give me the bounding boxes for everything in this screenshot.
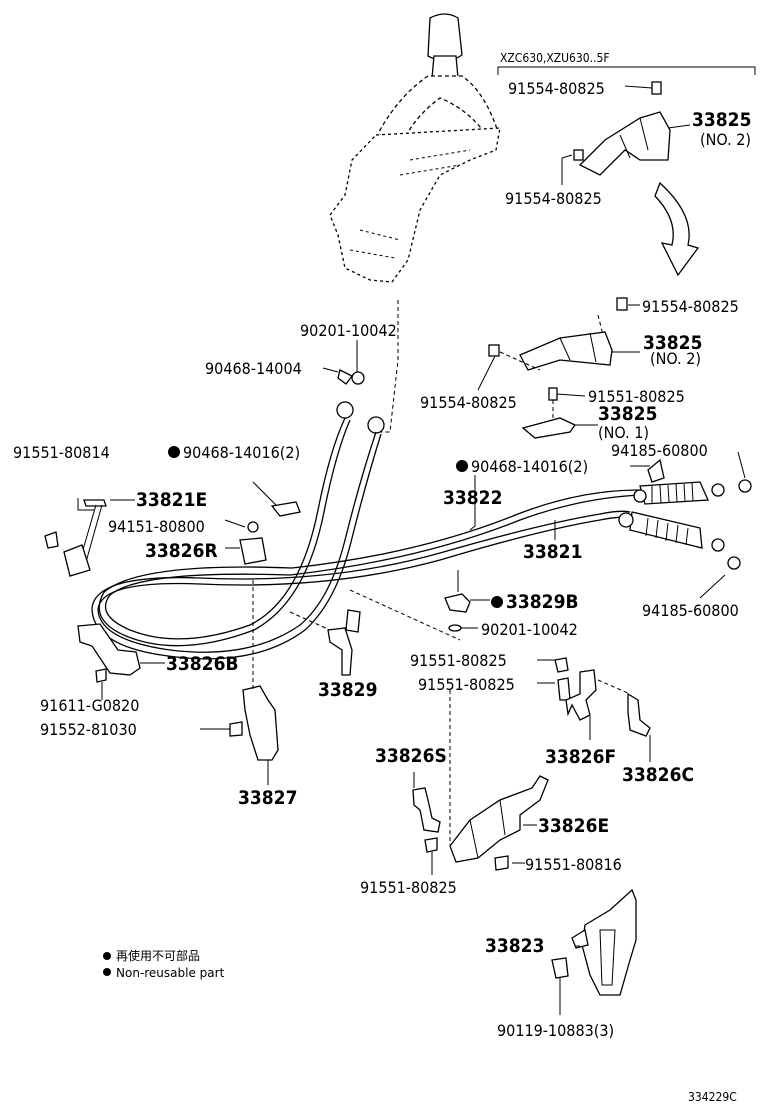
diagram-code: 334229C (688, 1090, 737, 1104)
label-90468-14016-b: 90468-14016(2) (183, 443, 300, 462)
legend-dot-icon (103, 968, 111, 976)
bracket-33825-top (561, 81, 691, 185)
brackets-33826S-E (412, 690, 549, 875)
arrow-icon (654, 181, 700, 277)
label-33821: 33821 (523, 541, 582, 563)
label-91551-80825-c: 91551-80825 (418, 675, 515, 694)
label-91554-80825-d: 91554-80825 (420, 393, 517, 412)
non-reusable-mark-icon (168, 446, 180, 458)
label-33823: 33823 (485, 935, 544, 957)
bracket-33829 (289, 589, 461, 676)
label-33829B: 33829B (506, 591, 579, 613)
legend-line-1: 再使用不可部品 (116, 948, 200, 963)
label-33826E: 33826E (538, 815, 609, 837)
label-33826F: 33826F (545, 746, 616, 768)
non-reusable-mark-icon (491, 596, 503, 608)
label-91551-80825-b: 91551-80825 (410, 651, 507, 670)
label-33825-c: 33825 (598, 403, 657, 425)
legend-dot-icon (103, 952, 111, 960)
non-reusable-mark-icon (456, 460, 468, 472)
label-91552-81030: 91552-81030 (40, 720, 137, 739)
label-91551-80825-d: 91551-80825 (360, 878, 457, 897)
link-33821E (44, 498, 135, 577)
label-91611-G0820: 91611-G0820 (40, 696, 139, 715)
variant-label: XZC630,XZU630..5F (500, 51, 610, 65)
clip-33829B (444, 570, 490, 632)
shift-cables (91, 417, 752, 660)
bracket-33827 (200, 580, 279, 785)
label-33826B: 33826B (166, 653, 239, 675)
legend-line-2: Non-reusable part (116, 966, 225, 980)
bracket-33825-middle (477, 297, 640, 439)
label-33822: 33822 (443, 487, 502, 509)
label-90201-10042-a: 90201-10042 (300, 321, 397, 340)
label-33825-c-note: (NO. 1) (598, 423, 649, 442)
label-33829: 33829 (318, 679, 377, 701)
label-94185-60800-a: 94185-60800 (611, 441, 708, 460)
label-94151-80800: 94151-80800 (108, 517, 205, 536)
label-91551-80814: 91551-80814 (13, 443, 110, 462)
label-33821E: 33821E (136, 489, 207, 511)
label-33825-a: 33825 (692, 109, 751, 131)
part-labels: 91554-80825 33825 (NO. 2) 91554-80825 91… (13, 79, 751, 1040)
cable-ends-center (322, 300, 399, 434)
variant-box: XZC630,XZU630..5F (497, 51, 756, 75)
label-33825-b: 33825 (643, 332, 702, 354)
shift-lever-assembly (329, 13, 501, 283)
label-33827: 33827 (238, 787, 297, 809)
label-91554-80825-c: 91554-80825 (642, 297, 739, 316)
label-91551-80825-a: 91551-80825 (588, 387, 685, 406)
label-33826C: 33826C (622, 764, 694, 786)
label-33826R: 33826R (145, 540, 218, 562)
label-94185-60800-b: 94185-60800 (642, 601, 739, 620)
label-90468-14016-c: 90468-14016(2) (471, 457, 588, 476)
label-90119-10883: 90119-10883(3) (497, 1021, 614, 1040)
label-90201-10042-b: 90201-10042 (481, 620, 578, 639)
leader-lines (224, 465, 650, 540)
label-91551-80816: 91551-80816 (525, 855, 622, 874)
label-33825-a-note: (NO. 2) (700, 130, 751, 149)
label-33825-b-note: (NO. 2) (650, 349, 701, 368)
label-33826S: 33826S (375, 745, 447, 767)
label-91554-80825-b: 91554-80825 (505, 189, 602, 208)
brackets-33826F-C (537, 657, 651, 762)
bracket-33826B (77, 623, 165, 700)
bracket-33823 (551, 888, 637, 1015)
label-90468-14004: 90468-14004 (205, 359, 302, 378)
legend: 再使用不可部品 Non-reusable part (103, 948, 225, 980)
label-91554-80825-a: 91554-80825 (508, 79, 605, 98)
